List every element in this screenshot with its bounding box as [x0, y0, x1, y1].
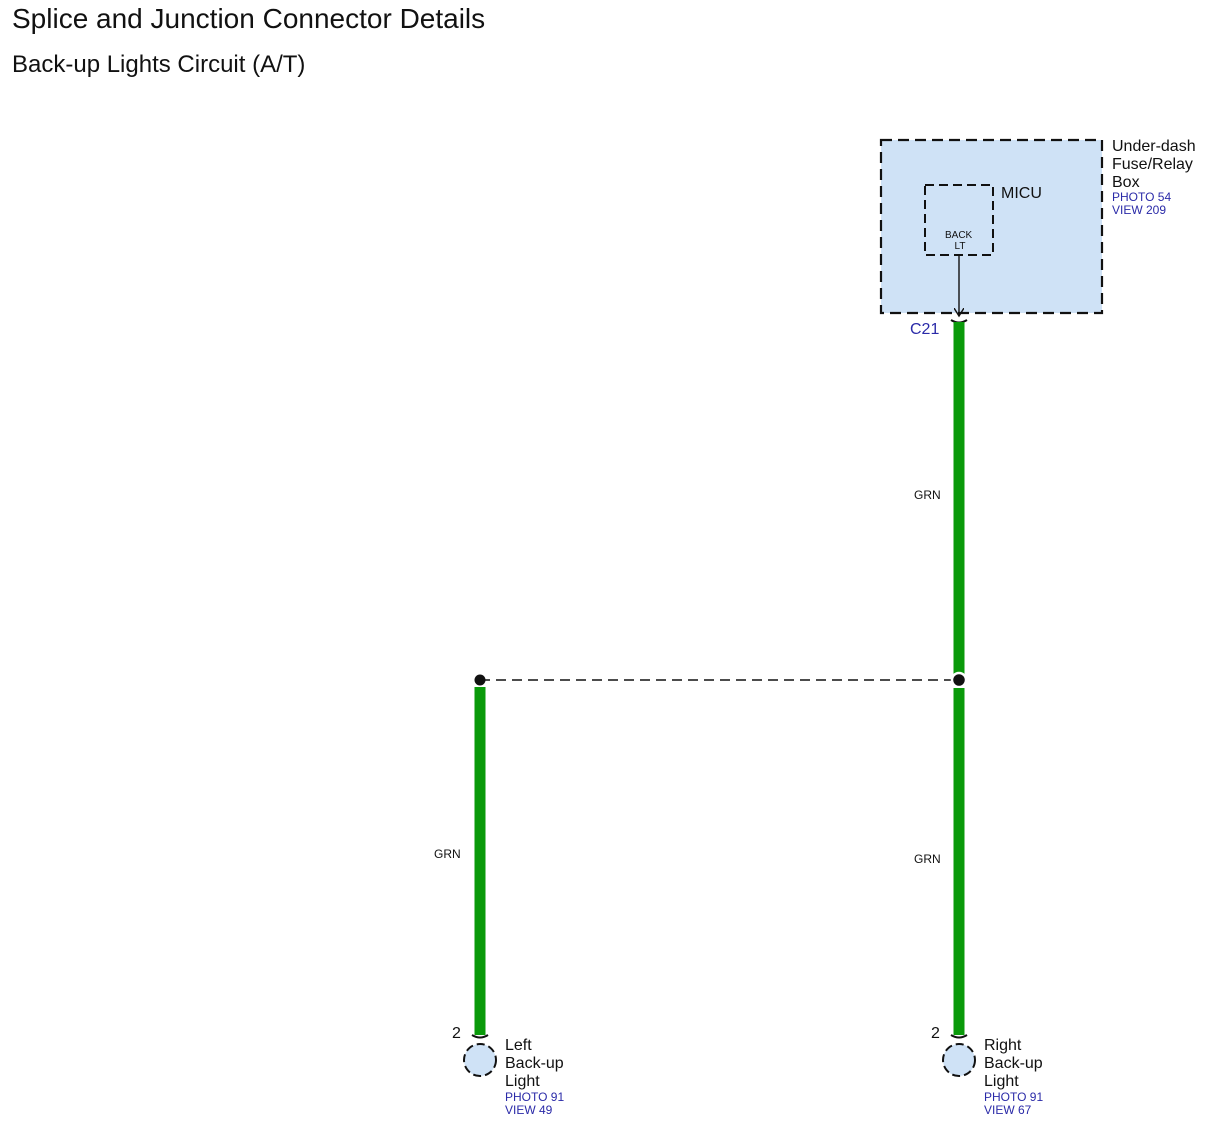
svg-text:Right Back-up Ligh: Right Back-up Light	[984, 1037, 1047, 1090]
svg-text:PHOTO 91 VIEW 67: PHOTO 91 VIEW 67	[984, 1090, 1046, 1117]
right-light-name-line-1: Right	[984, 1037, 1022, 1054]
fuse-box-name-line-2: Fuse/Relay	[1112, 156, 1193, 173]
splice-point-left	[474, 674, 486, 686]
fuse-box-view-ref: VIEW 209	[1112, 203, 1166, 217]
svg-text:BACK LT: BACK LT	[945, 230, 975, 252]
micu-module-outline	[924, 184, 994, 256]
left-light-name-line-2: Back-up	[505, 1055, 564, 1072]
left-light-connector-symbol	[471, 1034, 489, 1039]
fuse-box-photo-ref: PHOTO 54	[1112, 190, 1171, 204]
fuse-relay-box: Under-dash Fuse/Relay Box PHOTO 54 VIEW …	[879, 138, 1200, 315]
right-backup-light: 2 Right Back-up Light PHOTO 91 VIEW 67	[931, 1025, 1047, 1117]
left-light-view-ref: VIEW 49	[505, 1103, 553, 1117]
page-subtitle: Back-up Lights Circuit (A/T)	[12, 51, 306, 78]
wire-right-color-label: GRN	[914, 852, 941, 866]
right-light-photo-ref: PHOTO 91	[984, 1090, 1043, 1104]
connector-c21-label: C21	[910, 321, 939, 338]
left-light-pin-number: 2	[452, 1025, 461, 1042]
left-backup-light: 2 Left Back-up Light PHOTO 91 VIEW 49	[452, 1025, 568, 1117]
micu-label: MICU	[1001, 185, 1042, 202]
svg-text:Left Back-up Light: Left Back-up Light	[505, 1037, 568, 1090]
back-lt-pin-line-2: LT	[955, 241, 966, 252]
right-light-bulb-icon	[942, 1043, 976, 1077]
left-light-name-line-3: Light	[505, 1073, 540, 1090]
right-light-connector-symbol	[950, 1034, 968, 1039]
fuse-box-name-line-1: Under-dash	[1112, 138, 1196, 155]
splice-point-right	[950, 671, 968, 689]
fuse-box-name-line-3: Box	[1112, 174, 1140, 191]
micu-module: MICU BACK LT	[924, 184, 1042, 256]
right-light-name-line-3: Light	[984, 1073, 1019, 1090]
right-light-name-line-2: Back-up	[984, 1055, 1043, 1072]
wire-main-color-label: GRN	[914, 488, 941, 502]
right-light-view-ref: VIEW 67	[984, 1103, 1032, 1117]
svg-text:Under-dash Fuse/Relay: Under-dash Fuse/Relay Box	[1112, 138, 1200, 191]
left-light-bulb-icon	[463, 1043, 497, 1077]
svg-text:PHOTO 54 VIEW 209: PHOTO 54 VIEW 209	[1112, 190, 1174, 217]
wire-left-color-label: GRN	[434, 847, 461, 861]
left-light-photo-ref: PHOTO 91	[505, 1090, 564, 1104]
left-light-name-line-1: Left	[505, 1037, 532, 1054]
back-lt-pin-line-1: BACK	[945, 230, 973, 241]
svg-text:PHOTO 91 VIEW 49: PHOTO 91 VIEW 49	[505, 1090, 567, 1117]
right-light-pin-number: 2	[931, 1025, 940, 1042]
page-title: Splice and Junction Connector Details	[12, 3, 486, 34]
